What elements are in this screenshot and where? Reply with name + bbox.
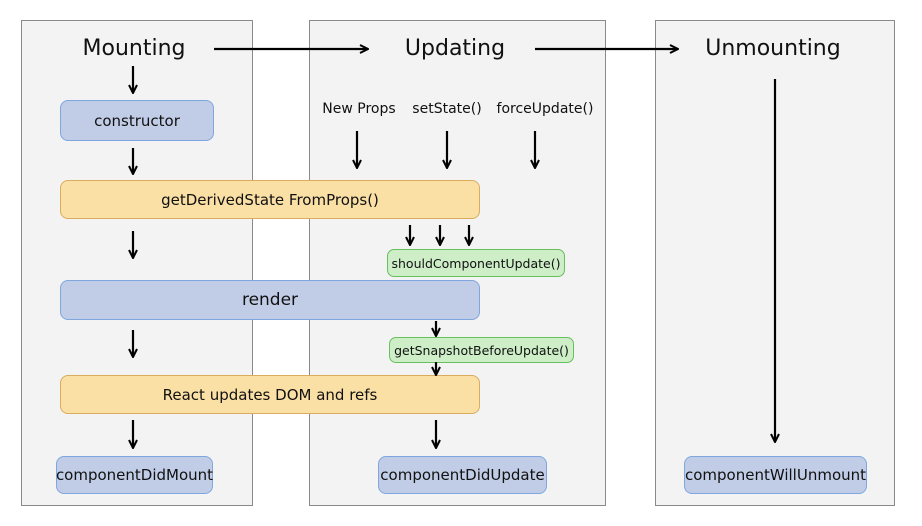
force-update-label: forceUpdate(): [496, 101, 594, 117]
render-box: render: [60, 280, 480, 320]
constructor-box: constructor: [60, 100, 214, 141]
dom-update-box: React updates DOM and refs: [60, 375, 480, 414]
mounting-heading: Mounting: [82, 36, 186, 61]
get-snapshot-box: getSnapshotBeforeUpdate(): [389, 337, 574, 363]
unmounting-heading: Unmounting: [705, 36, 841, 61]
component-did-mount-box: componentDidMount: [56, 456, 213, 494]
should-component-update-box: shouldComponentUpdate(): [387, 249, 565, 277]
component-did-update-box: componentDidUpdate: [378, 456, 547, 494]
updating-heading: Updating: [404, 36, 506, 61]
set-state-label: setState(): [412, 101, 482, 117]
new-props-label: New Props: [322, 101, 396, 117]
get-derived-state-box: getDerivedState FromProps(): [60, 180, 480, 219]
component-will-unmount-box: componentWillUnmount: [684, 456, 867, 494]
